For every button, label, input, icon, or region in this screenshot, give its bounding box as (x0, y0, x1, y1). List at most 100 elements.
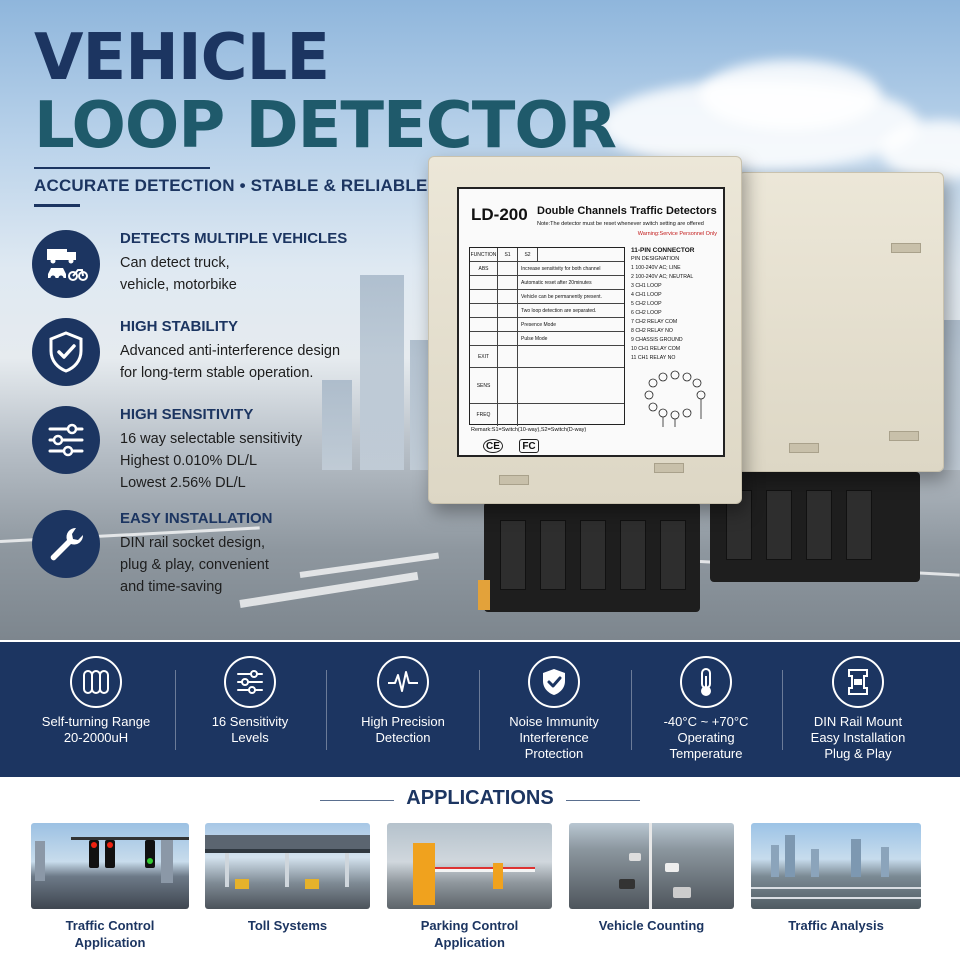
table-row: Two loop detection are separated. (470, 304, 624, 318)
pin-item: 4 CH1 LOOP (631, 292, 662, 298)
feature-line: plug & play, convenient (120, 557, 269, 573)
spec-divider (326, 670, 327, 750)
table-cell: S1 (498, 248, 518, 261)
pin-item: 1 100-240V AC; LINE (631, 265, 681, 271)
device-model: LD-200 (471, 205, 528, 224)
spec-noise-immunity: Noise Immunity Interference Protection (478, 642, 630, 777)
spec-label: -40°C ~ +70°C Operating Temperature (630, 714, 782, 762)
application-label: Traffic Control Application (31, 917, 189, 951)
spec-divider (782, 670, 783, 750)
coil-icon (70, 656, 122, 708)
feature-line: Highest 0.010% DL/L (120, 453, 258, 469)
applications-rule-left (320, 800, 394, 801)
ce-mark: CE (483, 439, 503, 453)
hero-tagline: ACCURATE DETECTION • STABLE & RELIABLE (34, 176, 428, 195)
feature-description: Can detect truck, vehicle, motorbike (120, 252, 420, 296)
wrench-icon (32, 510, 100, 578)
din-rail-icon (832, 656, 884, 708)
hero-title-line2: LOOP DETECTOR (34, 89, 617, 163)
spec-line: Self-turning Range (41, 714, 151, 729)
spec-self-tuning-range: Self-turning Range 20-2000uH (20, 642, 172, 777)
table-row: EXIT (470, 346, 624, 368)
spec-divider (479, 670, 480, 750)
feature-line: Can detect truck, (120, 255, 230, 271)
detector-housing-right (738, 172, 944, 472)
spec-line: Easy Installation (810, 730, 906, 745)
table-row: Presence Mode (470, 318, 624, 332)
feature-line: and time-saving (120, 579, 223, 595)
feature-description: Advanced anti-interference design for lo… (120, 340, 420, 384)
pin-item: 11 CH1 RELAY NO (631, 355, 676, 361)
feature-line: Advanced anti-interference design (120, 343, 341, 359)
table-cell: Presence Mode (521, 321, 557, 328)
device-name: Double Channels Traffic Detectors (537, 205, 717, 217)
spec-line: Detection (375, 730, 431, 745)
table-row: Vehicle can be permanently present. (470, 290, 624, 304)
spec-line: Levels (231, 730, 269, 745)
application-line: Vehicle Counting (598, 918, 705, 933)
spec-line: Interference (519, 730, 589, 745)
spec-din-rail-mount: DIN Rail Mount Easy Installation Plug & … (782, 642, 934, 777)
feature-multiple-vehicles: DETECTS MULTIPLE VEHICLES Can detect tru… (32, 230, 422, 310)
application-vehicle-counting: Vehicle Counting (569, 823, 734, 934)
spec-label: DIN Rail Mount Easy Installation Plug & … (782, 714, 934, 762)
pin-item: 6 CH2 LOOP (631, 310, 662, 316)
application-parking-control: Parking Control Application (387, 823, 552, 951)
table-cell: Automatic reset after 20minutes (521, 279, 592, 286)
application-line: Application (434, 935, 505, 950)
fc-mark: FC (519, 439, 539, 453)
pin-item: 5 CH2 LOOP (631, 301, 662, 307)
pulse-icon (377, 656, 429, 708)
pins-title: 11-PIN CONNECTOR (631, 247, 695, 254)
application-label: Parking Control Application (387, 917, 552, 951)
application-traffic-control: Traffic Control Application (31, 823, 189, 951)
sliders-icon (32, 406, 100, 474)
spec-sensitivity-levels: 16 Sensitivity Levels (174, 642, 326, 777)
detector-housing-left: LD-200 Double Channels Traffic Detectors… (428, 156, 742, 504)
feature-easy-installation: EASY INSTALLATION DIN rail socket design… (32, 510, 422, 600)
table-cell: Increase sensitivity for both channel (521, 265, 601, 272)
shield-check-icon (528, 656, 580, 708)
vehicle-counting-photo (569, 823, 734, 909)
feature-line: vehicle, motorbike (120, 277, 237, 293)
spec-label: 16 Sensitivity Levels (174, 714, 326, 746)
feature-line: Lowest 2.56% DL/L (120, 475, 246, 491)
spec-line: Protection (524, 746, 584, 761)
feature-high-stability: HIGH STABILITY Advanced anti-interferenc… (32, 318, 422, 398)
table-cell: Vehicle can be permanently present. (521, 293, 602, 300)
feature-high-sensitivity: HIGH SENSITIVITY 16 way selectable sensi… (32, 406, 422, 496)
spec-divider (631, 670, 632, 750)
table-cell: Pulse Mode (521, 335, 548, 342)
shield-check-icon (32, 318, 100, 386)
parking-control-photo (387, 823, 552, 909)
application-line: Traffic Control (65, 918, 155, 933)
application-line: Toll Systems (247, 918, 328, 933)
application-label: Traffic Analysis (751, 917, 921, 934)
device-warning: Warning:Service Personnel Only (637, 231, 717, 237)
title-divider (34, 167, 210, 169)
din-socket-left (484, 502, 700, 612)
application-label: Toll Systems (205, 917, 370, 934)
pin-item: 2 100-240V AC; NEUTRAL (631, 274, 694, 280)
spec-line: Noise Immunity (509, 714, 599, 729)
pin-item: 10 CH1 RELAY COM (631, 346, 681, 352)
product-image-loop-detector: LD-200 Double Channels Traffic Detectors… (428, 150, 948, 630)
application-line: Traffic Analysis (788, 918, 884, 933)
table-header: FUNCTION S1 S2 (470, 248, 624, 262)
feature-title: EASY INSTALLATION (120, 510, 273, 527)
feature-description: DIN rail socket design, plug & play, con… (120, 532, 420, 598)
thermometer-icon (680, 656, 732, 708)
toll-systems-photo (205, 823, 370, 909)
pin-item: 3 CH1 LOOP (631, 283, 662, 289)
traffic-control-photo (31, 823, 189, 909)
table-cell: EXIT (470, 346, 498, 367)
feature-line: DIN rail socket design, (120, 535, 266, 551)
spec-line: -40°C ~ +70°C (663, 714, 749, 729)
building (360, 275, 404, 470)
application-toll-systems: Toll Systems (205, 823, 370, 934)
spec-line: 16 Sensitivity (211, 714, 289, 729)
pin-wiring-diagram (644, 370, 706, 427)
feature-title: DETECTS MULTIPLE VEHICLES (120, 230, 348, 247)
